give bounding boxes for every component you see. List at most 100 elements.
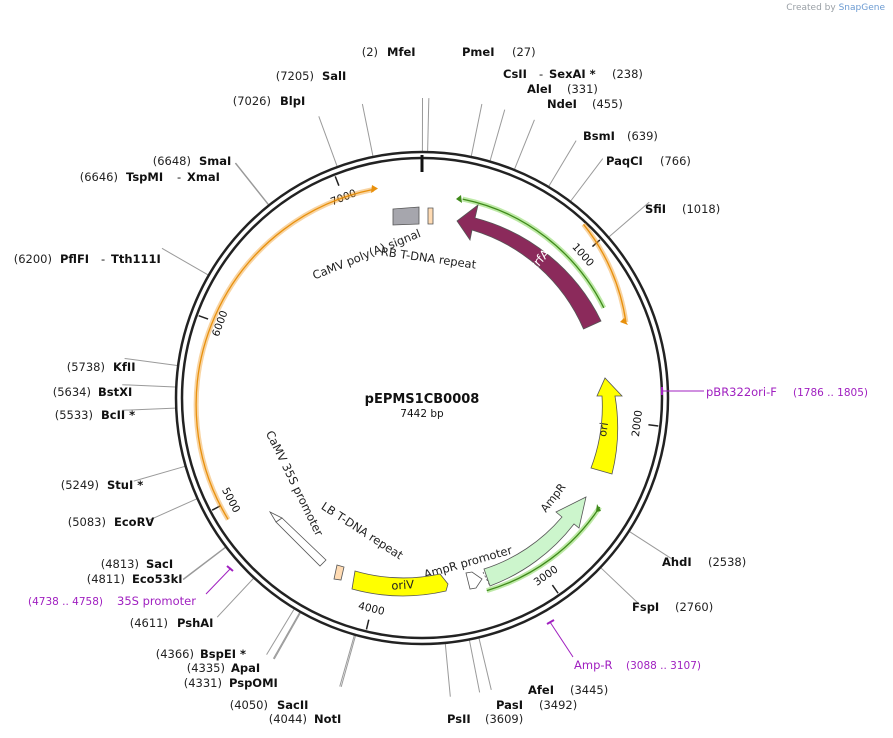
leader-PasI (468, 640, 481, 693)
site-XmaI: XmaI (187, 170, 220, 184)
site-pos-BlpI: (7026) (233, 94, 271, 108)
site-sep-TspMI: - (177, 170, 181, 184)
AmpR-boundary (482, 571, 491, 587)
site-pos-CsII: (238) (612, 67, 643, 81)
site-SacII: SacII (277, 698, 308, 712)
leader-BspEI (266, 609, 295, 655)
site-pos-SfiI: (1018) (682, 202, 720, 216)
site-pos-Eco53kI: (4811) (87, 572, 125, 586)
site-StuI: StuI * (107, 478, 143, 492)
site-pos-AhdI: (2538) (708, 555, 746, 569)
site-pos-MfeI: (2) (362, 45, 378, 59)
site-BcII: BcII * (101, 408, 135, 422)
leader-PflFI (161, 247, 209, 276)
site-PshAI: PshAI (177, 616, 213, 630)
credit-prefix: Created by (786, 3, 836, 13)
primer-leader-35S-promoter (205, 567, 232, 595)
site-CsII: CsII (503, 67, 527, 81)
site-pos-NdeI: (455) (592, 97, 623, 111)
leader-PsII (444, 643, 451, 697)
site-pos-StuI: (5249) (61, 478, 99, 492)
site-pos-BspEI: (4366) (156, 647, 194, 661)
site-SalI: SalI (322, 69, 346, 83)
restriction-site-labels: (2) MfeI PmeI (27) CsII - SexAI * (238) … (14, 45, 747, 726)
site-ApaI: ApaI (231, 661, 260, 675)
site-TspMI: TspMI (126, 170, 163, 184)
primer-pBR322ori-F: pBR322ori-F (706, 385, 777, 399)
LB-T-DNA-repeat-feature (333, 564, 345, 581)
site-pos-PspOMI: (4331) (184, 676, 222, 690)
leader-ApaI (272, 612, 301, 659)
backbone-outer-circle (174, 150, 670, 646)
primer-range-Amp-R: (3088 .. 3107) (626, 660, 701, 672)
leader-BsmI (548, 140, 577, 187)
tick-label-4000: 4000 (357, 600, 386, 618)
site-PspOMI: PspOMI (229, 676, 278, 690)
site-FspI: FspI (632, 600, 659, 614)
site-Eco53kI: Eco53kI (132, 572, 183, 586)
orange-arc-right (582, 223, 627, 323)
tick-mark-5000 (211, 504, 222, 511)
site-pos-EcoRV: (5083) (68, 515, 106, 529)
site-pos-SalI: (7205) (276, 69, 314, 83)
site-sep-CsII: - (539, 67, 543, 81)
site-pos-PmeI: (27) (512, 45, 536, 59)
leader-PshAI (216, 578, 254, 618)
site-pos-NotI: (4044) (269, 712, 307, 726)
plasmid-name: pEPMS1CB0008 (365, 392, 480, 407)
green-arc-bottom-arrowhead (596, 504, 601, 512)
leader-NdeI (514, 119, 535, 170)
site-EcoRV: EcoRV (114, 515, 154, 529)
site-SacI: SacI (146, 557, 173, 571)
site-pos-BcII: (5533) (55, 408, 93, 422)
RB-T-DNA-repeat-label: RB T-DNA repeat (380, 244, 478, 271)
leader-AfeI (478, 638, 492, 691)
tick-mark-7000 (334, 176, 340, 186)
site-Tth111I: Tth111I (111, 252, 161, 266)
site-AhdI: AhdI (662, 555, 692, 569)
AmpR-feature (483, 496, 587, 587)
site-NdeI: NdeI (547, 97, 577, 111)
green-arc-top-arrowhead (456, 195, 462, 203)
orange-arc-right-arrowhead (620, 318, 628, 325)
AmpR-promoter-feature (465, 571, 483, 590)
leader-AhdI (629, 531, 675, 561)
leader-EcoRV (147, 498, 197, 522)
site-BstXI: BstXI (98, 385, 132, 399)
orange-arc-left (195, 188, 374, 520)
site-PasI: PasI (496, 698, 523, 712)
primer-leader-Amp-R (549, 621, 574, 658)
site-BspEI: BspEI * (200, 647, 246, 661)
site-SmaI: SmaI (199, 154, 231, 168)
site-PflFI: PflFI (60, 252, 89, 266)
primer-Amp-R: Amp-R (574, 658, 613, 672)
plasmid-length: 7442 bp (400, 408, 444, 420)
tick-mark-6000 (198, 314, 209, 320)
oriV-feature (351, 570, 449, 597)
site-MfeI: MfeI (387, 45, 416, 59)
site-pos-PshAI: (4611) (130, 616, 168, 630)
leader-PaqCI (570, 158, 604, 202)
site-sep-PflFI: - (101, 252, 105, 266)
site-PmeI: PmeI (462, 45, 495, 59)
site-pos-TspMI: (6646) (80, 170, 118, 184)
leader-BstXI (122, 384, 176, 388)
site-pos-SacII: (4050) (230, 698, 268, 712)
site-pos-BstXI: (5634) (53, 385, 91, 399)
leader-PmeI (427, 98, 430, 152)
green-arc-bottom (486, 506, 601, 592)
site-AfeI: AfeI (528, 683, 554, 697)
site-pos-KfII: (5738) (67, 360, 105, 374)
site-pos-SacI: (4813) (101, 557, 139, 571)
primer-mark-35S-promoter (226, 565, 234, 572)
site-AleI: AleI (527, 82, 552, 96)
primer-35S-promoter: 35S promoter (117, 594, 196, 608)
orange-arc-left-arrowhead (371, 185, 378, 193)
site-PsII: PsII (447, 712, 471, 726)
oriV-label: oriV (391, 577, 415, 593)
site-pos-BsmI: (639) (627, 129, 658, 143)
ori-feature (590, 377, 623, 475)
site-SfiI: SfiI (645, 202, 666, 216)
leader-NotI (340, 635, 356, 688)
